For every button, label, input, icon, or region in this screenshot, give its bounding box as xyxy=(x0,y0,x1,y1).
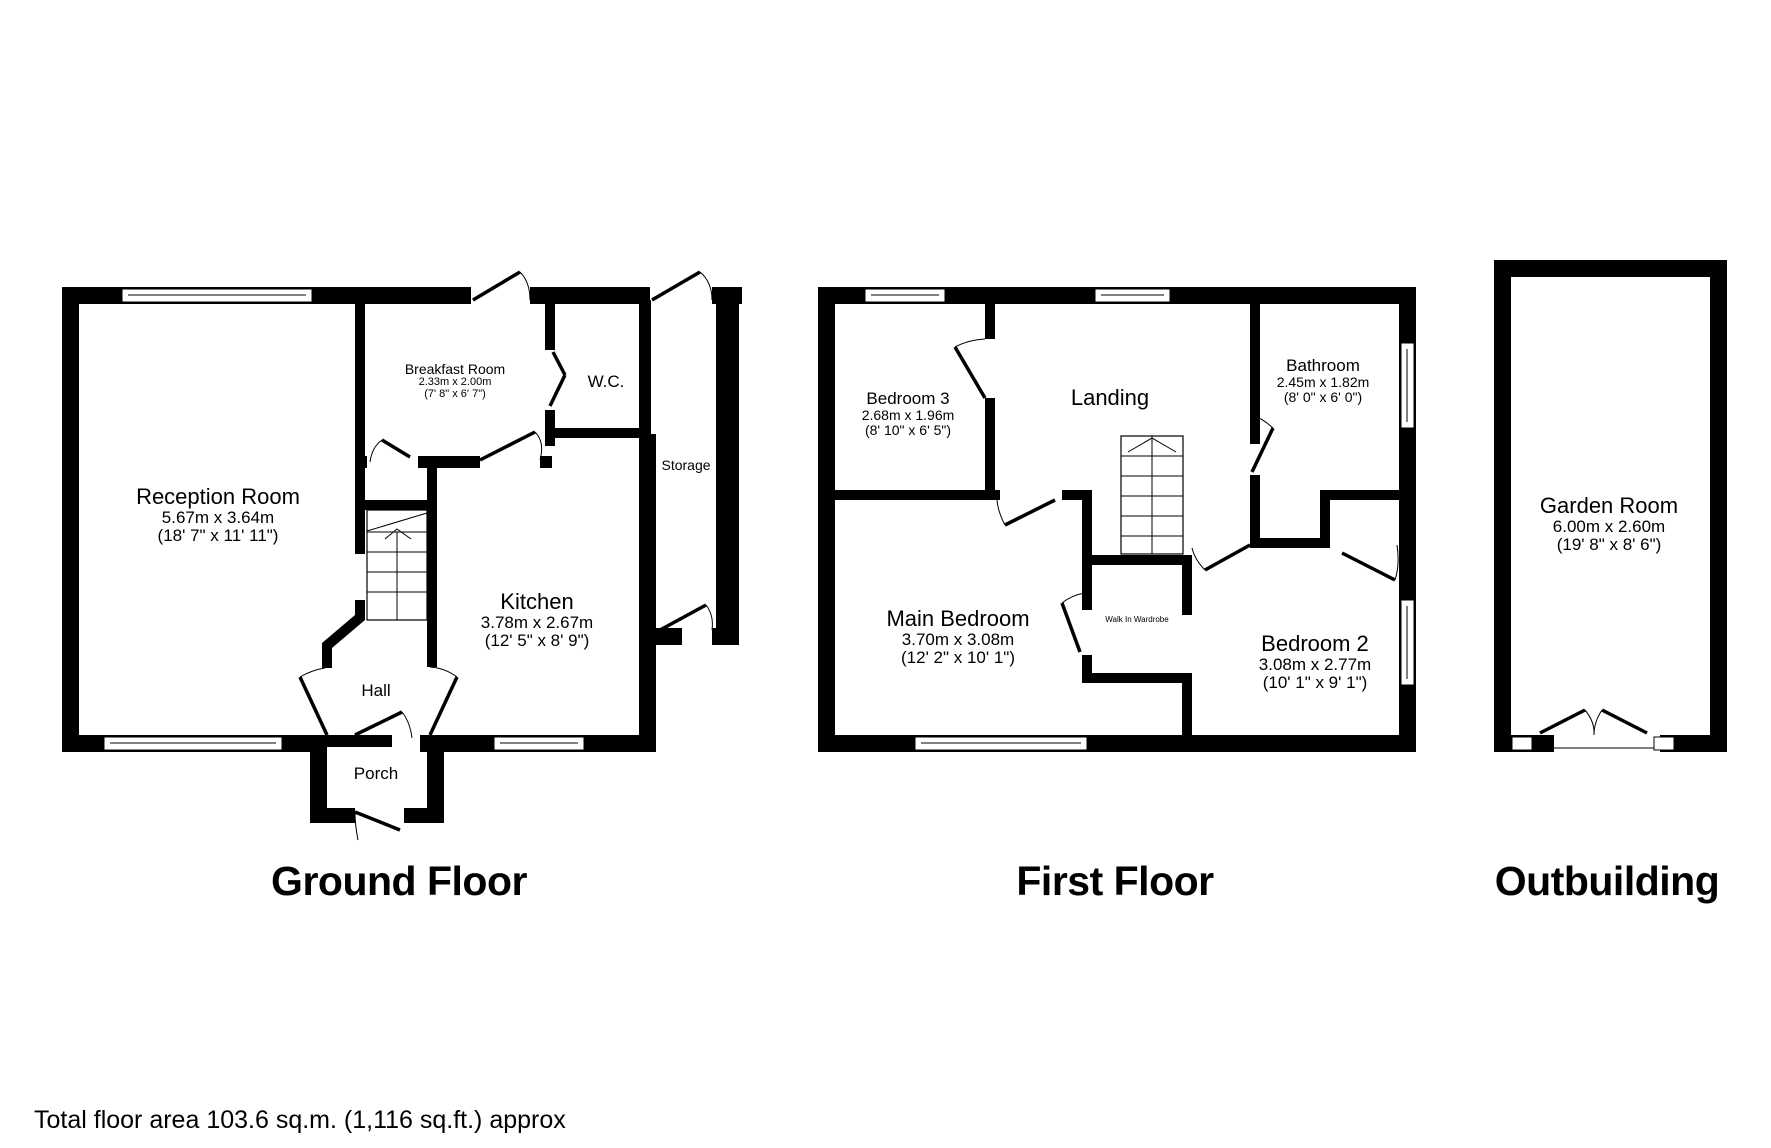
room-metric: 5.67m x 3.64m xyxy=(161,507,275,527)
room-name: Hall xyxy=(361,681,391,700)
room-name: Kitchen xyxy=(500,589,574,614)
room-metric: 3.78m x 2.67m xyxy=(480,612,594,632)
floor-title-ground: Ground Floor xyxy=(271,858,527,904)
room-name: Porch xyxy=(353,764,399,783)
room-imperial: (7' 8" x 6' 7") xyxy=(424,387,486,400)
room-label-main-bedroom: Main Bedroom 3.70m x 3.08m (12' 2" x 10'… xyxy=(886,607,1029,667)
room-imperial: (12' 2" x 10' 1") xyxy=(900,648,1016,668)
total-floor-area: Total floor area 103.6 sq.m. (1,116 sq.f… xyxy=(34,1106,566,1134)
room-metric: 3.70m x 3.08m xyxy=(901,629,1015,649)
floor-title-first: First Floor xyxy=(1016,858,1214,904)
room-name: Main Bedroom xyxy=(886,606,1030,631)
room-label-bathroom: Bathroom 2.45m x 1.82m (8' 0" x 6' 0") xyxy=(1276,356,1370,406)
room-name: Bedroom 2 xyxy=(1261,631,1369,656)
room-name: Storage xyxy=(661,457,711,473)
room-name: Garden Room xyxy=(1539,493,1679,518)
room-label-reception: Reception Room 5.67m x 3.64m (18' 7" x 1… xyxy=(136,485,300,545)
room-name: Walk In Wardrobe xyxy=(1105,615,1169,624)
room-label-garden-room: Garden Room 6.00m x 2.60m (19' 8" x 8' 6… xyxy=(1540,494,1678,554)
room-label-porch: Porch xyxy=(353,764,399,783)
room-label-bedroom-3: Bedroom 3 2.68m x 1.96m (8' 10" x 6' 5") xyxy=(861,389,955,439)
room-name: Breakfast Room xyxy=(404,361,506,377)
room-imperial: (19' 8" x 8' 6") xyxy=(1556,535,1662,555)
room-imperial: (18' 7" x 11' 11") xyxy=(157,526,279,546)
room-name: W.C. xyxy=(587,372,625,391)
room-label-breakfast: Breakfast Room 2.33m x 2.00m (7' 8" x 6'… xyxy=(404,361,506,401)
room-imperial: (8' 0" x 6' 0") xyxy=(1283,389,1363,406)
room-label-bedroom-2: Bedroom 2 3.08m x 2.77m (10' 1" x 9' 1") xyxy=(1259,632,1371,692)
room-metric: 2.33m x 2.00m xyxy=(418,376,492,389)
room-label-hall: Hall xyxy=(361,681,391,700)
ground-floor-plan xyxy=(62,270,742,841)
first-floor-plan xyxy=(818,287,1416,752)
outbuilding-plan xyxy=(1494,260,1727,752)
room-label-walk-in-wardrobe: Walk In Wardrobe xyxy=(1105,615,1169,625)
floor-title-outbuilding: Outbuilding xyxy=(1494,858,1720,904)
room-imperial: (10' 1" x 9' 1") xyxy=(1262,673,1368,693)
room-name: Landing xyxy=(1070,385,1150,410)
room-label-landing: Landing xyxy=(1071,386,1149,410)
room-metric: 6.00m x 2.60m xyxy=(1552,516,1666,536)
room-metric: 3.08m x 2.77m xyxy=(1258,654,1372,674)
room-label-storage: Storage xyxy=(661,457,711,473)
room-imperial: (8' 10" x 6' 5") xyxy=(864,422,952,439)
room-name: Reception Room xyxy=(136,484,300,509)
room-label-wc: W.C. xyxy=(587,372,625,391)
room-metric: 2.45m x 1.82m xyxy=(1276,374,1370,391)
room-imperial: (12' 5" x 8' 9") xyxy=(484,631,590,651)
room-label-kitchen: Kitchen 3.78m x 2.67m (12' 5" x 8' 9") xyxy=(481,590,593,650)
room-metric: 2.68m x 1.96m xyxy=(861,407,955,424)
room-name: Bedroom 3 xyxy=(866,389,950,408)
room-name: Bathroom xyxy=(1286,356,1360,375)
